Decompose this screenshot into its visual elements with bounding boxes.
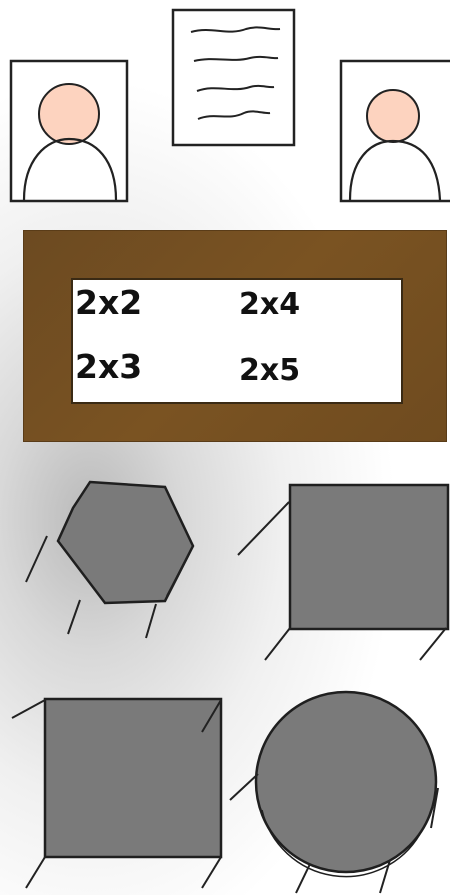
fact-2x3: 2x3	[75, 350, 142, 383]
fact-2x2: 2x2	[75, 286, 142, 319]
hexagon-desk	[26, 482, 193, 638]
left-portrait	[11, 61, 127, 201]
fact-2x4: 2x4	[239, 290, 300, 320]
square-desk-lower	[12, 699, 221, 888]
round-desk	[230, 692, 438, 893]
right-portrait	[341, 61, 450, 201]
fact-2x5: 2x5	[239, 356, 300, 386]
whiteboard-frame: 2x2 2x4 2x3 2x5	[23, 230, 447, 442]
document-icon	[173, 10, 294, 145]
square-desk-upper	[238, 485, 448, 660]
whiteboard-panel: 2x2 2x4 2x3 2x5	[71, 278, 403, 404]
